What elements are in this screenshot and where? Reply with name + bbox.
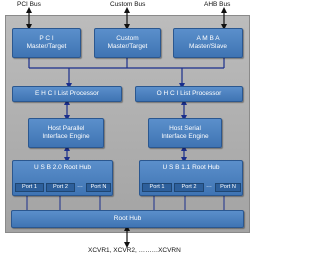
usb20-port-2: Port 2 <box>46 183 75 192</box>
usb20-root-hub-title: U S B 2.0 Root Hub <box>33 164 92 171</box>
custom-block-subtitle: Master/Target <box>107 43 148 50</box>
usb20-port-n: Port N <box>86 183 111 192</box>
usb11-port-n: Port N <box>215 183 241 192</box>
pci-bus-label: PCI Bus <box>17 1 41 8</box>
usb11-port-1: Port 1 <box>142 183 172 192</box>
usb11-port-ellipsis: … <box>206 183 212 189</box>
usb11-port-2: Port 2 <box>174 183 204 192</box>
ahb-bus-label: AHB Bus <box>204 1 231 8</box>
usb20-root-hub-block: U S B 2.0 Root Hub Port 1 Port 2 … Port … <box>12 160 113 196</box>
connector-arrows <box>26 6 227 248</box>
parallel-engine-subtitle: Interface Engine <box>42 133 90 140</box>
usb20-port-1: Port 1 <box>15 183 44 192</box>
ehci-list-processor-block: E H C I List Processor <box>12 86 122 102</box>
pci-block-subtitle: Master/Target <box>26 43 67 50</box>
host-parallel-interface-engine-block: Host Parallel Interface Engine <box>28 118 104 148</box>
serial-engine-subtitle: Interface Engine <box>161 133 209 140</box>
pci-block-title: P C I <box>39 35 54 42</box>
usb11-root-hub-title: U S B 1.1 Root Hub <box>162 164 220 171</box>
pci-master-target-block: P C I Master/Target <box>12 28 81 58</box>
amba-master-slave-block: A M B A Master/Slave <box>173 28 243 58</box>
usb11-root-hub-block: U S B 1.1 Root Hub Port 1 Port 2 … Port … <box>139 160 243 196</box>
amba-block-title: A M B A <box>196 35 220 42</box>
usb-host-block-diagram: PCI Bus Custom Bus AHB Bus <box>5 1 250 254</box>
usb20-port-ellipsis: … <box>77 183 83 189</box>
parallel-engine-title: Host Parallel <box>47 125 85 132</box>
root-hub-label: Root Hub <box>113 215 142 222</box>
custom-bus-label: Custom Bus <box>110 1 146 8</box>
ohci-list-processor-label: O H C I List Processor <box>156 90 222 97</box>
transceivers-label: XCVR1, XCVR2, ………XCVRN <box>88 247 181 254</box>
ehci-list-processor-label: E H C I List Processor <box>35 90 99 97</box>
host-serial-interface-engine-block: Host Serial Interface Engine <box>148 118 222 148</box>
serial-engine-title: Host Serial <box>169 125 201 132</box>
custom-master-target-block: Custom Master/Target <box>94 28 161 58</box>
custom-block-title: Custom <box>116 35 139 42</box>
amba-block-subtitle: Master/Slave <box>189 43 227 50</box>
root-hub-block: Root Hub <box>11 210 244 228</box>
ohci-list-processor-block: O H C I List Processor <box>135 86 243 102</box>
